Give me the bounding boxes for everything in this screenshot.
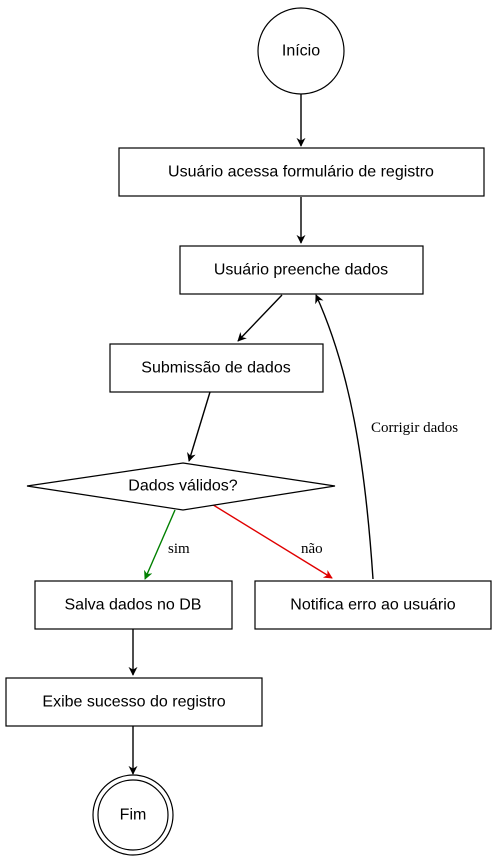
node-start-label: Início [282, 43, 320, 60]
node-access-form: Usuário acessa formulário de registro [118, 147, 485, 197]
node-submit: Submissão de dados [109, 343, 324, 393]
node-start: Início [257, 7, 345, 95]
edge-error-to-fill [315, 294, 374, 580]
node-end: Fim [92, 774, 174, 856]
node-fill-data: Usuário preenche dados [179, 245, 424, 295]
node-show-success-label: Exibe sucesso do registro [42, 694, 225, 711]
edge-submit-to-decision [187, 391, 211, 462]
node-decision: Dados válidos? [26, 462, 336, 511]
edge-fill-to-submit [237, 294, 283, 342]
node-show-success: Exibe sucesso do registro [5, 677, 263, 727]
node-access-form-label: Usuário acessa formulário de registro [168, 164, 434, 181]
edge-label-no: não [301, 541, 323, 557]
edge-decision-yes [144, 509, 176, 580]
node-notify-error: Notifica erro ao usuário [254, 580, 492, 630]
node-end-label: Fim [120, 807, 147, 824]
edge-decision-no [209, 502, 333, 579]
node-save-db: Salva dados no DB [34, 580, 233, 630]
node-decision-label: Dados válidos? [128, 478, 238, 495]
node-save-db-label: Salva dados no DB [65, 597, 202, 614]
node-submit-label: Submissão de dados [141, 360, 290, 377]
edge-label-retry: Corrigir dados [371, 420, 458, 436]
edge-label-yes: sim [168, 541, 190, 557]
node-fill-data-label: Usuário preenche dados [214, 262, 388, 279]
node-notify-error-label: Notifica erro ao usuário [290, 597, 456, 614]
